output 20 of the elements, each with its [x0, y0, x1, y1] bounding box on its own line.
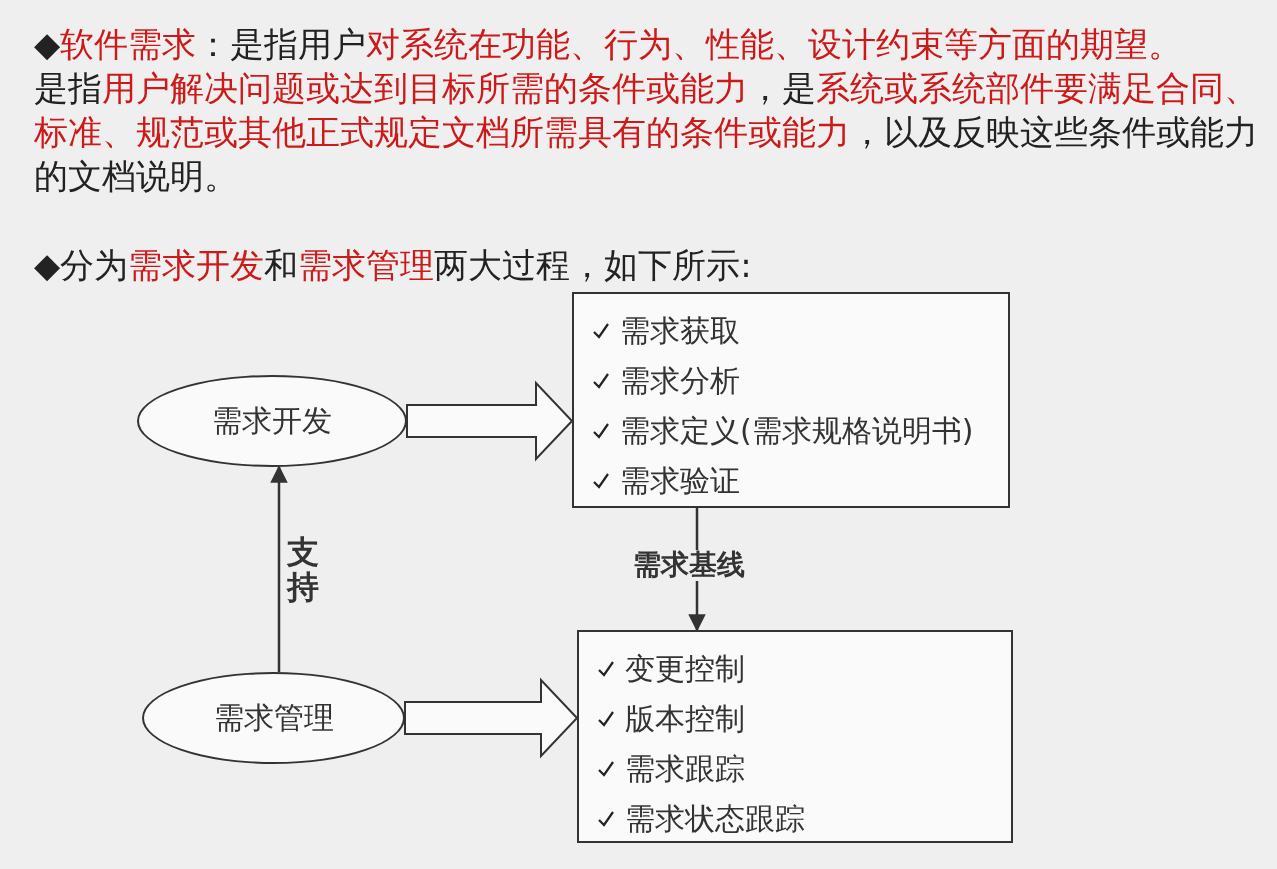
list-item-text: 需求获取 — [620, 311, 740, 350]
edge-label: 需求基线 — [633, 550, 745, 581]
block-arrow — [406, 380, 574, 462]
edge-label: 支持 — [287, 535, 319, 606]
list-box — [572, 292, 1010, 508]
paragraph-text: 是指用户解决问题或达到目标所需的条件或能力，是系统或系统部件要满足合同、标准、规范或其他正式规定文档所需具有的条件或能力，以及反映这些条件或能力的文档说明。 — [34, 67, 1259, 198]
list-item-text: 版本控制 — [625, 699, 745, 738]
arrow — [270, 465, 288, 672]
list-item-text: 需求验证 — [620, 461, 740, 500]
list-box — [577, 630, 1013, 843]
list-item-text: 需求分析 — [620, 361, 740, 400]
list-item-text: 需求状态跟踪 — [625, 799, 805, 838]
node-text: 需求开发 — [212, 401, 332, 440]
list-item-text: 需求跟踪 — [625, 749, 745, 788]
block-arrow — [404, 677, 579, 759]
paragraph-text: ◆分为需求开发和需求管理两大过程，如下所示: — [34, 244, 753, 287]
paragraph-text: ◆软件需求：是指用户对系统在功能、行为、性能、设计约束等方面的期望。 — [34, 23, 1184, 66]
list-item-text: 变更控制 — [625, 649, 745, 688]
node-text: 需求管理 — [213, 698, 334, 737]
list-item-text: 需求定义(需求规格说明书) — [620, 411, 974, 450]
